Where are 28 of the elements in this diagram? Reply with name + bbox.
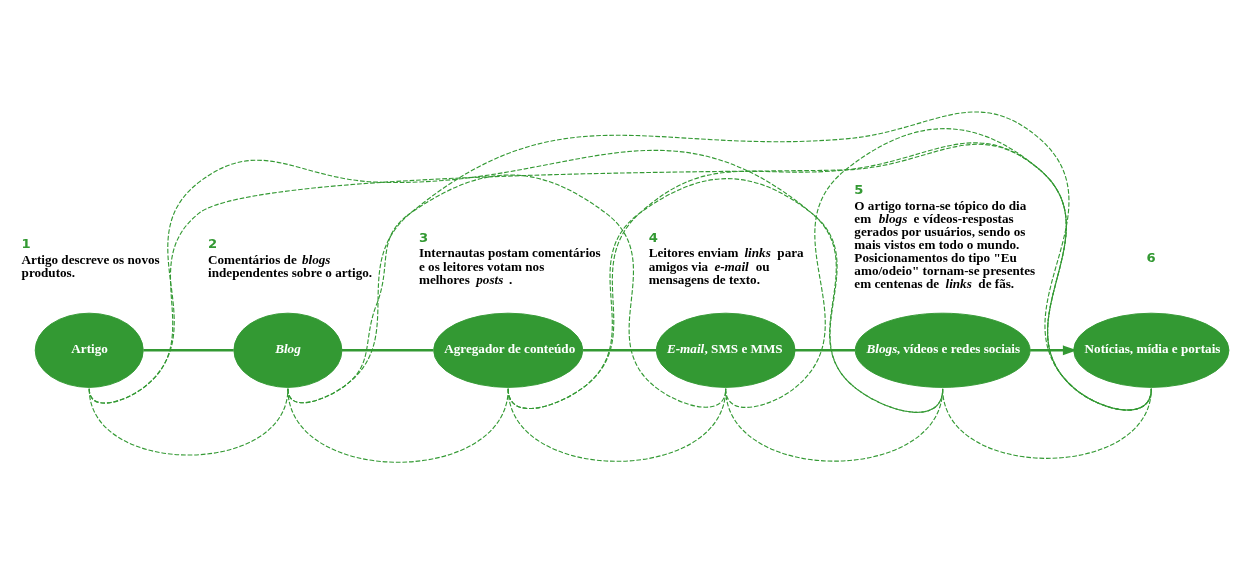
node-label: Internautas postam comentários e os leitores votam nos melhores posts . [418,245,601,287]
connector [725,128,1152,411]
node-ellipse: Notícias, mídia e portais [1073,312,1230,388]
connector [795,349,855,352]
connector [143,349,234,352]
node-label: Leitores enviam links para amigos via e-mail ou mensagens de texto. [648,245,804,287]
connector [88,143,1152,411]
connector [287,388,509,463]
node-ellipse: Blog [233,312,343,388]
node-ellipse: Agregador de conteúdo [433,312,584,388]
connector [287,111,1152,411]
node-label: O artigo torna-se tópico do dia em blogs e vídeos-respostas gerados por usuários, sendo os mais vistos em todo o mundo. Posicionamentos do tipo "Eu amo/odeio" tornam-se presentes em centenas de links de fãs. [854,197,1036,292]
node-label: 2 [208,236,218,252]
connector [583,349,657,352]
connector [342,349,434,352]
node-label: 6 [1146,250,1156,266]
node-ellipse: Artigo [34,312,144,388]
connector [507,142,1152,411]
node-label: 5 [854,181,864,197]
node-label: Artigo descreve os novos produtos. [21,252,160,281]
node-label: Comentários de blogs independentes sobre o artigo. [208,252,373,281]
node-ellipse: E-mail, SMS e MMS [655,312,796,388]
node-label: 1 [21,236,31,252]
node-label: 3 [418,229,429,245]
node-label: 4 [648,229,658,245]
connector [942,388,1152,459]
arrow [1030,345,1077,356]
node-ellipse: Blogs, vídeos e redes sociais [854,312,1031,388]
